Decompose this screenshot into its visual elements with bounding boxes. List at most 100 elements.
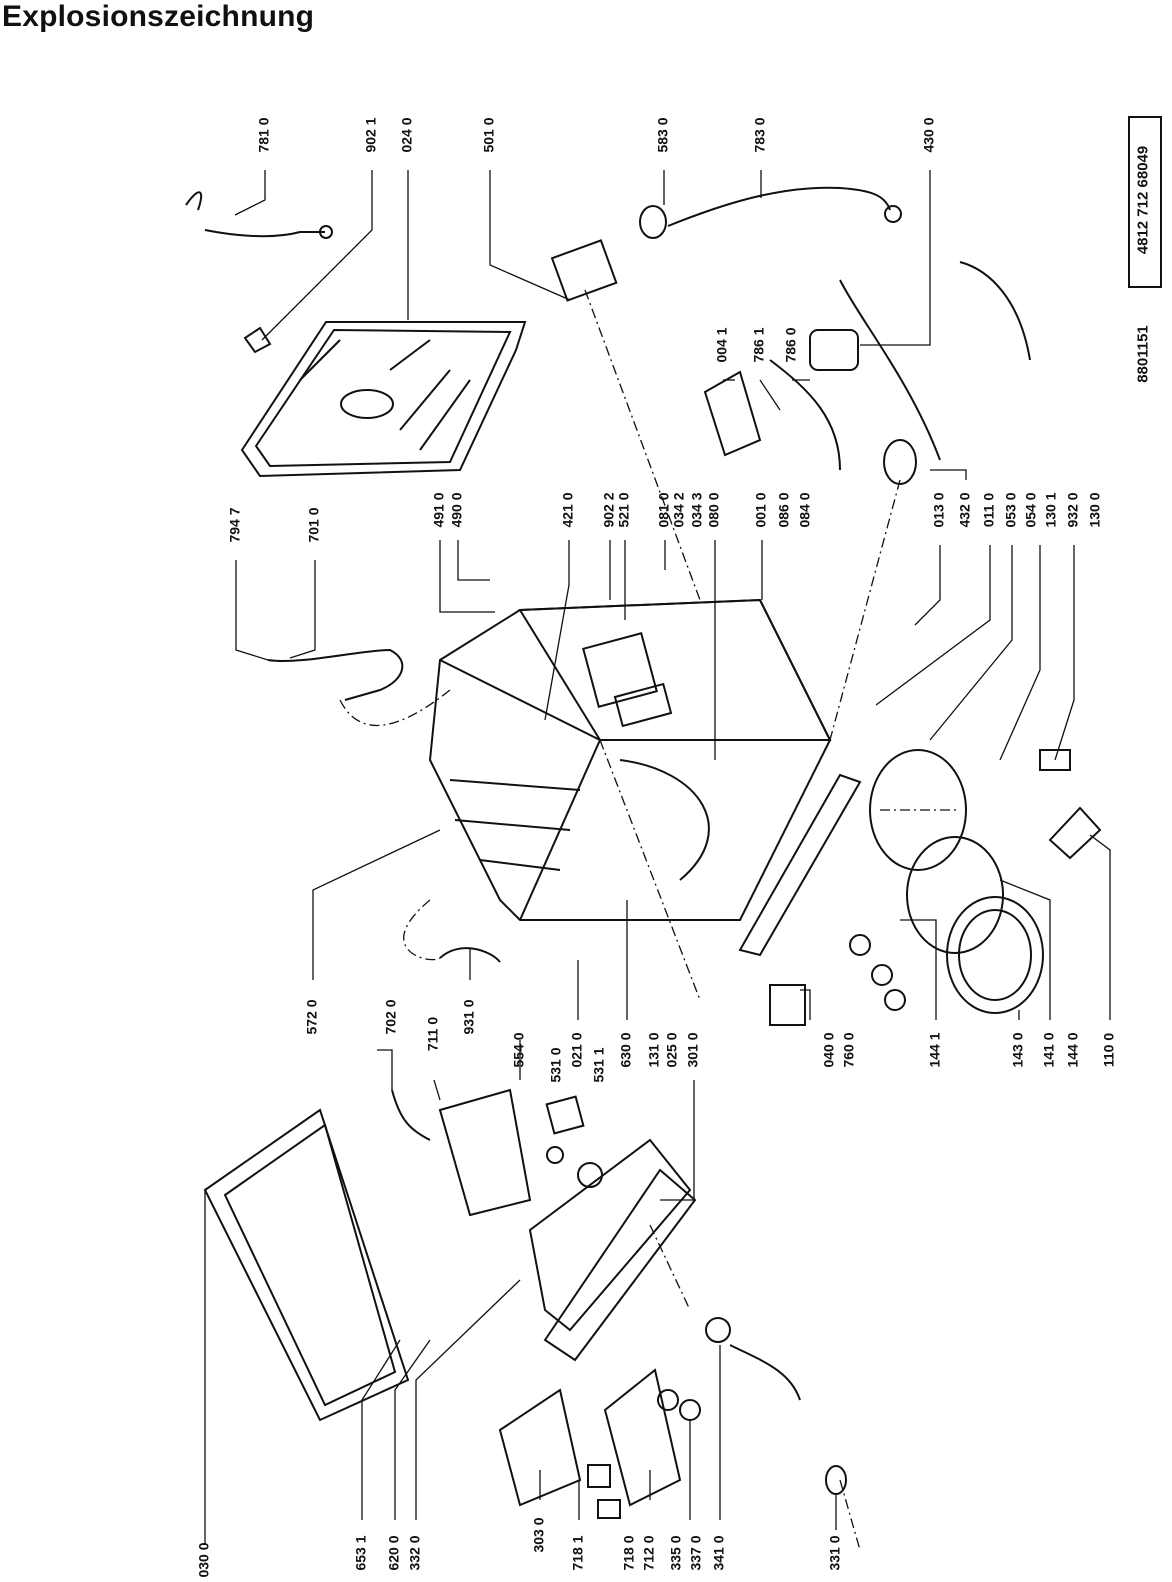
label-141-0: 141 0	[1041, 1032, 1057, 1067]
part-labels: 781 0 902 1 024 0 501 0 583 0 783 0 430 …	[196, 117, 1117, 1577]
hose-783	[667, 186, 891, 227]
label-781-0: 781 0	[256, 117, 272, 152]
pump-430	[809, 261, 1031, 485]
label-034-2: 034 2	[671, 492, 687, 527]
knob-337	[679, 1399, 701, 1421]
leader-lines	[204, 170, 1111, 1545]
label-712-0: 712 0	[641, 1535, 657, 1570]
label-024-0: 024 0	[399, 117, 415, 152]
door-ring-141	[869, 749, 967, 871]
doc-number-box	[1128, 116, 1162, 288]
label-902-1: 902 1	[363, 117, 379, 152]
cable-331	[729, 1344, 801, 1401]
door-glass-144	[906, 836, 1004, 954]
label-004-1: 004 1	[714, 327, 730, 362]
label-341-0: 341 0	[711, 1535, 727, 1570]
drawer-303	[498, 1388, 582, 1507]
label-718-0: 718 0	[621, 1535, 637, 1570]
hose-786	[769, 359, 841, 471]
cabinet-001	[428, 598, 832, 921]
label-013-0: 013 0	[931, 492, 947, 527]
cup-718-2	[597, 1499, 621, 1519]
label-531-1: 531 1	[591, 1047, 607, 1082]
label-432-0: 432 0	[957, 492, 973, 527]
clip-902-1	[243, 326, 272, 354]
lock-130	[1039, 749, 1071, 771]
label-040-0: 040 0	[821, 1032, 837, 1067]
label-786-0: 786 0	[783, 327, 799, 362]
top-cover-024	[240, 321, 527, 478]
drawer-712	[603, 1368, 682, 1507]
knob-335	[657, 1389, 679, 1411]
fascia	[543, 1168, 697, 1362]
front-frame-011	[738, 773, 862, 957]
label-702-0: 702 0	[383, 999, 399, 1034]
label-701-0: 701 0	[306, 507, 322, 542]
label-531-0: 531 0	[548, 1047, 564, 1082]
label-011-0: 011 0	[981, 493, 997, 527]
reference-number: 8801151	[1134, 325, 1152, 383]
cable-781	[185, 191, 325, 238]
plate-110	[1048, 806, 1102, 860]
label-794-7: 794 7	[227, 507, 243, 542]
label-718-1: 718 1	[570, 1535, 586, 1570]
inlet-hose-701	[267, 648, 404, 701]
label-053-0: 053 0	[1003, 492, 1019, 527]
spring-931	[439, 947, 501, 963]
label-572-0: 572 0	[304, 999, 320, 1034]
doc-number: 4812 712 68049	[1134, 145, 1152, 255]
label-143-0: 143 0	[1010, 1032, 1026, 1067]
label-335-0: 335 0	[668, 1535, 684, 1570]
label-034-3: 034 3	[689, 492, 705, 527]
label-131-0: 131 0	[646, 1032, 662, 1067]
dispenser-711	[438, 1088, 532, 1217]
label-030-0: 030 0	[196, 1542, 212, 1577]
label-332-0: 332 0	[407, 1535, 423, 1570]
label-081-0: 081 0	[656, 492, 672, 527]
label-711-0: 711 0	[425, 1017, 441, 1051]
label-902-2: 902 2	[601, 492, 617, 527]
label-025-0: 025 0	[664, 1032, 680, 1067]
label-130-0: 130 0	[1087, 492, 1103, 527]
label-491-0: 491 0	[431, 492, 447, 527]
label-130-1: 130 1	[1043, 492, 1059, 527]
hinge-040	[769, 984, 806, 1026]
label-110-0: 110 0	[1101, 1033, 1117, 1067]
label-630-0: 630 0	[618, 1032, 634, 1067]
label-021-0: 021 0	[569, 1032, 585, 1067]
switch-531	[545, 1095, 585, 1135]
door-frame-143	[946, 896, 1044, 1014]
label-760-0: 760 0	[841, 1032, 857, 1067]
control-panel-301	[528, 1138, 692, 1332]
label-144-0: 144 0	[1065, 1032, 1081, 1067]
label-421-0: 421 0	[560, 492, 576, 527]
label-554-0: 554 0	[511, 1032, 527, 1067]
label-521-0: 521 0	[616, 492, 632, 527]
worktop-030	[203, 1108, 410, 1422]
hose-702	[391, 1089, 431, 1141]
module-501	[550, 239, 618, 302]
label-301-0: 301 0	[685, 1032, 701, 1067]
label-331-0: 331 0	[827, 1535, 843, 1570]
knob-331	[825, 1465, 847, 1495]
label-430-0: 430 0	[921, 117, 937, 152]
label-783-0: 783 0	[752, 117, 768, 152]
label-932-0: 932 0	[1065, 492, 1081, 527]
knob-341	[705, 1317, 731, 1343]
label-620-0: 620 0	[386, 1535, 402, 1570]
label-653-1: 653 1	[353, 1535, 369, 1570]
label-080-0: 080 0	[706, 492, 722, 527]
label-931-0: 931 0	[461, 999, 477, 1034]
parts	[185, 186, 1102, 1551]
label-144-1: 144 1	[927, 1032, 943, 1067]
label-583-0: 583 0	[655, 117, 671, 152]
label-086-0: 086 0	[776, 492, 792, 527]
label-001-0: 001 0	[753, 492, 769, 527]
pressure-switch-583	[639, 205, 667, 239]
page-title: Explosionszeichnung	[2, 0, 315, 33]
label-786-1: 786 1	[751, 327, 767, 362]
cup-718	[587, 1464, 611, 1488]
label-501-0: 501 0	[481, 117, 497, 152]
label-337-0: 337 0	[688, 1535, 704, 1570]
